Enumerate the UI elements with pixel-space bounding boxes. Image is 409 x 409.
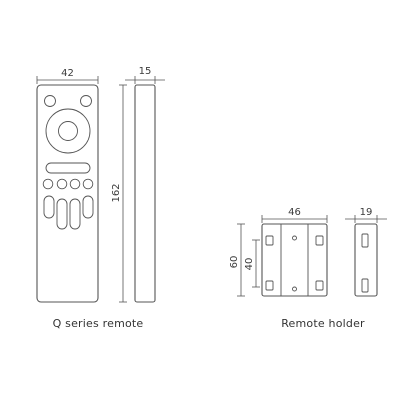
holder-thickness-label: 19: [360, 207, 373, 218]
remote-length-dimension: 162: [111, 84, 127, 303]
remote-top-right-button: [80, 95, 92, 107]
remote-long-button-1: [43, 195, 55, 219]
holder-left-bottom-tab: [265, 280, 274, 291]
remote-length-label: 162: [111, 183, 122, 202]
remote-front-view: [36, 84, 99, 303]
holder-caption: Remote holder: [281, 317, 365, 330]
holder-width-label: 46: [288, 207, 301, 218]
holder-side-body: [354, 223, 378, 297]
holder-right-bottom-tab: [315, 280, 324, 291]
holder-top-screw-hole: [292, 235, 297, 241]
remote-pill-button: [45, 162, 91, 174]
holder-outer-height-dimension: 60: [229, 223, 245, 297]
holder-side-bottom-slot: [361, 278, 369, 293]
holder-inner-height-label: 40: [244, 258, 255, 271]
remote-long-button-2: [56, 198, 68, 230]
holder-thickness-dimension: 19: [345, 207, 387, 223]
remote-thickness-dimension: 15: [125, 66, 165, 84]
remote-width-label: 42: [61, 68, 74, 79]
remote-round-button-4: [82, 178, 94, 190]
holder-side-view: [354, 223, 378, 297]
holder-left-top-tab: [265, 235, 274, 246]
holder-outer-height-label: 60: [229, 256, 240, 269]
holder-inner-height-dimension: 40: [244, 239, 260, 288]
holder-body: [261, 223, 328, 297]
remote-side-view: [134, 84, 156, 303]
remote-long-button-3: [69, 198, 81, 230]
remote-long-button-4: [82, 195, 94, 219]
remote-thickness-label: 15: [139, 66, 152, 77]
holder-bottom-screw-hole: [292, 286, 297, 292]
holder-right-top-tab: [315, 235, 324, 246]
remote-width-dimension: 42: [36, 68, 99, 84]
remote-dial-outer: [45, 108, 91, 154]
holder-front-view: [261, 223, 328, 297]
remote-body: [36, 84, 99, 303]
remote-round-button-2: [56, 178, 68, 190]
holder-side-top-slot: [361, 233, 369, 248]
remote-round-button-1: [42, 178, 54, 190]
holder-width-dimension: 46: [261, 207, 328, 223]
remote-caption: Q series remote: [53, 317, 144, 330]
remote-dial-inner: [58, 121, 78, 141]
remote-round-button-3: [69, 178, 81, 190]
remote-top-left-button: [44, 95, 56, 107]
